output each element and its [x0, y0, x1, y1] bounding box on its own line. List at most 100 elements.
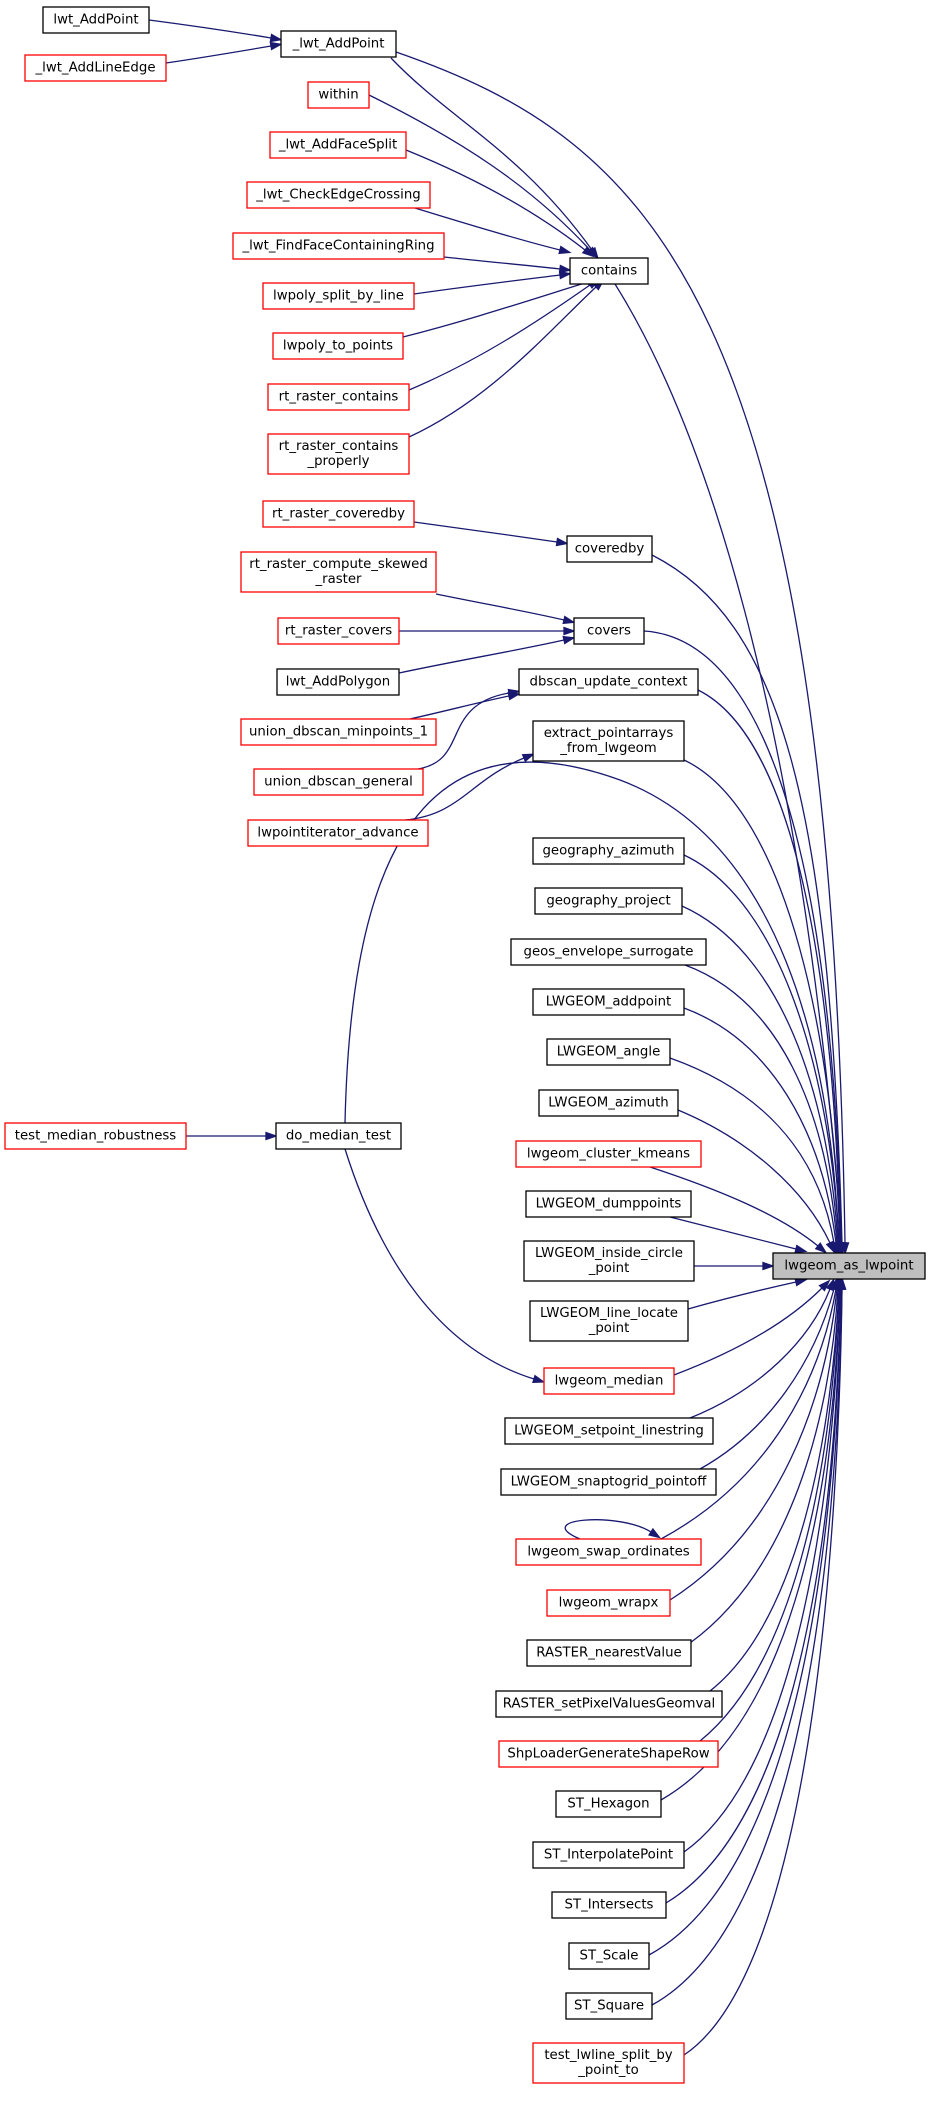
node-box	[534, 887, 683, 915]
node-st-scale[interactable]: ST_Scale	[568, 1942, 650, 1970]
node-geos-envelope-surrogate[interactable]: geos_envelope_surrogate	[510, 938, 707, 966]
edge-line	[648, 1288, 842, 1956]
node-rt-raster-covers[interactable]: rt_raster_covers	[277, 617, 400, 645]
node-box	[240, 551, 437, 593]
node-lwgeom-cluster-kmeans[interactable]: lwgeom_cluster_kmeans	[515, 1140, 702, 1168]
node-geography-project[interactable]: geography_project	[534, 887, 683, 915]
node-lwt-addfacesplit[interactable]: _lwt_AddFaceSplit	[269, 131, 407, 159]
node-union-dbscan-general[interactable]: union_dbscan_general	[253, 768, 424, 796]
arrowhead	[558, 245, 572, 255]
node-st-interpolatepoint[interactable]: ST_InterpolatePoint	[532, 1841, 685, 1869]
node-union-dbscan-minpoints-1[interactable]: union_dbscan_minpoints_1	[240, 718, 437, 746]
edge-line	[677, 1109, 831, 1244]
edge-line	[413, 274, 561, 295]
arrowhead	[825, 1240, 836, 1254]
node-rt-raster-contains[interactable]: rt_raster_contains	[267, 383, 410, 411]
node-lwt-addlineedge[interactable]: _lwt_AddLineEdge	[24, 54, 167, 82]
node-lwt-addpoint[interactable]: _lwt_AddPoint	[280, 30, 397, 58]
node-rt-raster-contains-properly[interactable]: rt_raster_contains_properly	[267, 433, 410, 475]
node-lwt-addpolygon[interactable]: lwt_AddPolygon	[276, 668, 400, 696]
node-label: LWGEOM_azimuth	[548, 1096, 668, 1111]
arrowhead	[837, 1277, 847, 1290]
node-shploadergenerateshaperow[interactable]: ShpLoaderGenerateShapeRow	[498, 1740, 719, 1768]
node-box	[504, 1417, 714, 1445]
node-label: _point_to	[577, 2063, 639, 2078]
arrowhead	[762, 1261, 775, 1271]
node-lwpoly-to-points[interactable]: lwpoly_to_points	[272, 332, 404, 360]
edge-lwgeom-snaptogrid-pointoff-to-lwgeom-as-lwpoint	[699, 1277, 839, 1470]
node-lwgeom-inside-circle-point[interactable]: LWGEOM_inside_circle_point	[523, 1240, 695, 1282]
node-geography-azimuth[interactable]: geography_azimuth	[532, 837, 685, 865]
arrowhead	[648, 1527, 662, 1539]
node-label: _lwt_AddFaceSplit	[278, 138, 397, 153]
node-lwgeom-snaptogrid-pointoff[interactable]: LWGEOM_snaptogrid_pointoff	[500, 1468, 717, 1496]
node-box	[500, 1468, 717, 1496]
node-within[interactable]: within	[307, 81, 370, 109]
node-label: lwt_AddPoint	[53, 13, 138, 28]
node-label: lwpoly_split_by_line	[273, 289, 404, 304]
node-label: coveredby	[575, 542, 645, 557]
arrowhead	[563, 626, 576, 636]
node-lwt-checkedgecrossing[interactable]: _lwt_CheckEdgeCrossing	[246, 181, 431, 209]
node-lwpointiterator-advance[interactable]: lwpointiterator_advance	[247, 819, 429, 847]
node-label: lwt_AddPolygon	[286, 675, 390, 690]
node-lwgeom-wrapx[interactable]: lwgeom_wrapx	[546, 1589, 671, 1617]
edge-lwgeom-dumppoints-to-lwgeom-as-lwpoint	[669, 1216, 808, 1254]
edge-lwgeom-swap-ordinates-to-lwgeom-swap-ordinates	[564, 1519, 662, 1540]
node-st-square[interactable]: ST_Square	[565, 1992, 653, 2020]
node-lwgeom-swap-ordinates[interactable]: lwgeom_swap_ordinates	[515, 1538, 702, 1566]
node-lwpoly-split-by-line[interactable]: lwpoly_split_by_line	[262, 282, 415, 310]
node-label: _raster	[314, 572, 362, 587]
node-dbscan-update-context[interactable]: dbscan_update_context	[518, 668, 699, 696]
node-covers[interactable]: covers	[573, 617, 645, 645]
node-rt-raster-compute-skewed-raster[interactable]: rt_raster_compute_skewed_raster	[240, 551, 437, 593]
node-label: union_dbscan_general	[264, 775, 413, 790]
node-raster-nearestvalue[interactable]: RASTER_nearestValue	[526, 1639, 692, 1667]
node-box	[4, 1122, 187, 1150]
node-label: LWGEOM_dumppoints	[536, 1197, 682, 1212]
node-lwgeom-median[interactable]: lwgeom_median	[543, 1367, 675, 1395]
node-lwgeom-addpoint[interactable]: LWGEOM_addpoint	[532, 988, 685, 1016]
node-lwgeom-setpoint-linestring[interactable]: LWGEOM_setpoint_linestring	[504, 1417, 714, 1445]
edge-lwpointiterator-advance-to-extract-pointarrays-from-lwgeom	[404, 753, 536, 821]
node-st-hexagon[interactable]: ST_Hexagon	[555, 1790, 662, 1818]
node-label: ST_InterpolatePoint	[544, 1848, 673, 1863]
node-extract-pointarrays-from-lwgeom[interactable]: extract_pointarrays_from_lwgeom	[532, 720, 685, 762]
node-lwt-addpoint[interactable]: lwt_AddPoint	[42, 6, 150, 34]
arrowhead	[521, 753, 536, 763]
node-lwgeom-angle[interactable]: LWGEOM_angle	[546, 1038, 671, 1066]
node-contains[interactable]: contains	[569, 257, 649, 285]
arrowhead	[555, 537, 569, 547]
edge-lwt-addpolygon-to-covers	[398, 635, 576, 674]
node-box	[515, 1140, 702, 1168]
node-do-median-test[interactable]: do_median_test	[275, 1122, 402, 1150]
edge-lwgeom-inside-circle-point-to-lwgeom-as-lwpoint	[694, 1261, 775, 1271]
node-lwgeom-azimuth[interactable]: LWGEOM_azimuth	[538, 1089, 679, 1117]
node-box	[240, 718, 437, 746]
edge-line	[643, 630, 842, 1244]
arrowhead	[581, 246, 595, 258]
edge-line	[683, 1007, 837, 1244]
node-box	[269, 131, 407, 159]
arrowhead	[562, 635, 576, 645]
node-lwgeom-dumppoints[interactable]: LWGEOM_dumppoints	[525, 1190, 692, 1218]
node-test-lwline-split-by-point-to[interactable]: test_lwline_split_by_point_to	[532, 2042, 685, 2084]
node-label: dbscan_update_context	[530, 675, 688, 690]
node-raster-setpixelvaluesgeomval[interactable]: RASTER_setPixelValuesGeomval	[495, 1690, 723, 1718]
edge-line	[689, 1288, 839, 1644]
node-label: rt_raster_coveredby	[272, 507, 405, 522]
node-lwgeom-line-locate-point[interactable]: LWGEOM_line_locate_point	[529, 1300, 689, 1342]
node-coveredby[interactable]: coveredby	[566, 535, 653, 563]
node-lwt-findfacecontainingring[interactable]: _lwt_FindFaceContainingRing	[232, 232, 445, 260]
node-st-intersects[interactable]: ST_Intersects	[551, 1891, 667, 1919]
edge-lwpoly-to-points-to-contains	[402, 277, 600, 338]
edge-line	[649, 1166, 819, 1247]
node-test-median-robustness[interactable]: test_median_robustness	[4, 1122, 187, 1150]
node-rt-raster-coveredby[interactable]: rt_raster_coveredby	[262, 500, 415, 528]
node-label: LWGEOM_angle	[557, 1045, 661, 1060]
arrowhead	[269, 41, 283, 51]
node-label: rt_raster_covers	[285, 624, 392, 639]
edge-line	[368, 94, 591, 251]
node-box	[515, 1538, 702, 1566]
arrowhead	[558, 270, 572, 280]
